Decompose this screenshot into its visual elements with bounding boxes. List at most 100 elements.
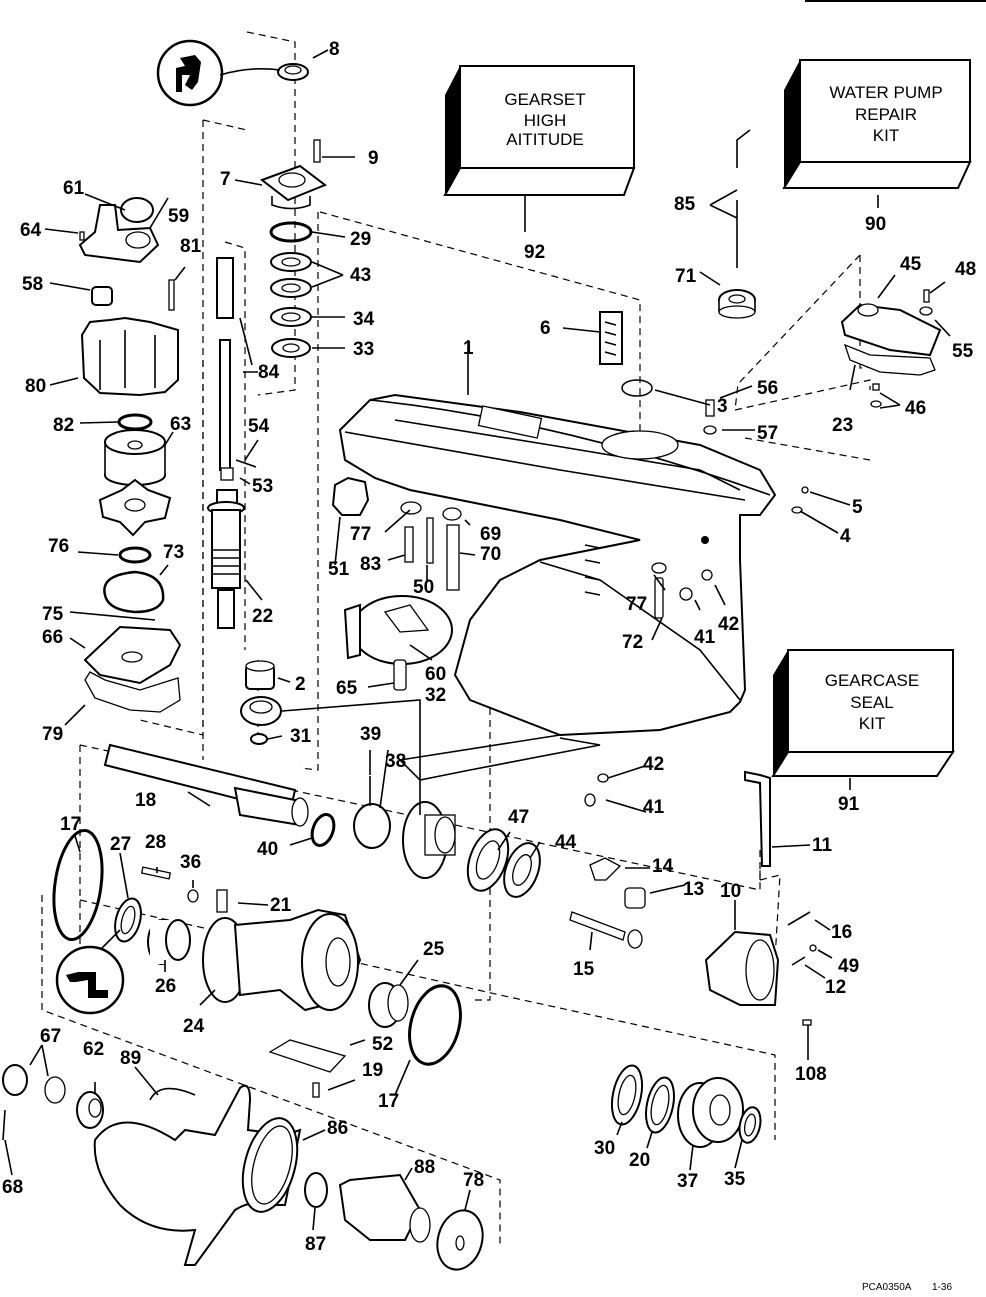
- part-63-liner[interactable]: [104, 429, 166, 486]
- callout-82[interactable]: 82: [53, 415, 74, 436]
- callout-49[interactable]: 49: [838, 956, 859, 977]
- callout-80[interactable]: 80: [25, 376, 46, 397]
- part-28-screw[interactable]: [140, 866, 172, 880]
- part-37-reverse-gear[interactable]: [677, 1077, 744, 1148]
- callout-35[interactable]: 35: [724, 1169, 746, 1190]
- callout-17-right[interactable]: 17: [378, 1091, 399, 1112]
- part-31-nut[interactable]: [250, 733, 268, 745]
- callout-41[interactable]: 41: [694, 627, 716, 648]
- part-29-oring[interactable]: [269, 221, 313, 243]
- part-24-bearing-housing[interactable]: [202, 908, 362, 1012]
- part-12-spring[interactable]: [791, 956, 806, 966]
- callout-70[interactable]: 70: [480, 544, 501, 565]
- part-forward-gear[interactable]: [402, 801, 456, 879]
- callout-15[interactable]: 15: [573, 959, 595, 980]
- callout-4[interactable]: 4: [840, 526, 851, 547]
- callout-23[interactable]: 23: [832, 415, 853, 436]
- callout-75[interactable]: 75: [42, 604, 64, 625]
- part-80-pump-housing[interactable]: [80, 316, 179, 397]
- part-67-nut[interactable]: [2, 1064, 66, 1104]
- callout-66[interactable]: 66: [42, 627, 63, 648]
- callout-22[interactable]: 22: [252, 606, 273, 627]
- callout-38[interactable]: 38: [385, 751, 406, 772]
- callout-41-lower[interactable]: 41: [643, 797, 665, 818]
- callout-59[interactable]: 59: [168, 206, 189, 227]
- part-13-cradle[interactable]: [624, 887, 646, 909]
- part-7-retainer[interactable]: [259, 164, 328, 210]
- part-59-housing-top[interactable]: [78, 204, 160, 264]
- callout-7[interactable]: 7: [220, 169, 231, 190]
- callout-44[interactable]: 44: [555, 832, 577, 853]
- callout-108[interactable]: 108: [795, 1064, 827, 1085]
- callout-84[interactable]: 84: [258, 362, 280, 383]
- part-88-thrust-hub[interactable]: [338, 1173, 431, 1243]
- part-35-seal[interactable]: [736, 1105, 763, 1144]
- part-21-key[interactable]: [216, 889, 228, 913]
- callout-19[interactable]: 19: [362, 1060, 383, 1081]
- callout-50[interactable]: 50: [413, 577, 434, 598]
- part-61-cap[interactable]: [120, 197, 154, 223]
- part-56-screw[interactable]: [705, 399, 715, 417]
- callout-45[interactable]: 45: [900, 254, 922, 275]
- part-57-washer[interactable]: [703, 425, 717, 435]
- callout-43[interactable]: 43: [350, 265, 371, 286]
- part-32-pinion[interactable]: [240, 696, 282, 726]
- callout-28[interactable]: 28: [145, 832, 166, 853]
- part-62-spacer[interactable]: [76, 1091, 104, 1129]
- callout-3[interactable]: 3: [717, 396, 728, 417]
- callout-64[interactable]: 64: [20, 220, 42, 241]
- part-83-screw[interactable]: [404, 526, 414, 563]
- part-85-hose[interactable]: [736, 129, 751, 268]
- part-49-ball[interactable]: [809, 944, 817, 952]
- part-53-bushing[interactable]: [220, 467, 234, 481]
- callout-21[interactable]: 21: [270, 895, 292, 916]
- callout-67[interactable]: 67: [40, 1026, 61, 1047]
- callout-79[interactable]: 79: [42, 724, 63, 745]
- part-36-nut[interactable]: [187, 889, 199, 903]
- part-76-oring[interactable]: [118, 546, 152, 564]
- callout-81[interactable]: 81: [180, 236, 202, 257]
- part-54-pin[interactable]: [235, 459, 257, 468]
- callout-65[interactable]: 65: [336, 678, 358, 699]
- kit-box-gearset[interactable]: GEARSET HIGH AITITUDE: [443, 65, 636, 232]
- callout-56[interactable]: 56: [757, 378, 778, 399]
- part-66-plate[interactable]: [83, 625, 182, 685]
- part-17-oring-right[interactable]: [401, 980, 468, 1070]
- part-81-screw[interactable]: [168, 279, 175, 311]
- callout-12[interactable]: 12: [825, 977, 846, 998]
- part-82-oring[interactable]: [117, 413, 153, 431]
- part-22-bearing-housing[interactable]: [207, 489, 245, 629]
- part-15-shift-rod[interactable]: [569, 911, 643, 949]
- callout-2[interactable]: 2: [295, 674, 306, 695]
- callout-17[interactable]: 17: [60, 814, 81, 835]
- callout-53[interactable]: 53: [252, 476, 273, 497]
- part-9-screw[interactable]: [313, 139, 321, 163]
- part-87-bushing[interactable]: [304, 1172, 328, 1208]
- part-impeller[interactable]: [98, 478, 172, 537]
- callout-69[interactable]: 69: [480, 524, 501, 545]
- part-77-washer[interactable]: [400, 501, 422, 515]
- callout-71[interactable]: 71: [675, 266, 697, 287]
- part-34-washer[interactable]: [270, 307, 312, 327]
- callout-58[interactable]: 58: [22, 274, 43, 295]
- part-4-screw[interactable]: [791, 506, 803, 514]
- callout-37[interactable]: 37: [677, 1171, 698, 1192]
- part-47-shim[interactable]: [460, 824, 516, 896]
- callout-20[interactable]: 20: [629, 1150, 650, 1171]
- callout-52[interactable]: 52: [372, 1034, 393, 1055]
- part-51-anode[interactable]: [331, 476, 370, 516]
- callout-46[interactable]: 46: [905, 398, 926, 419]
- callout-60[interactable]: 60: [425, 664, 446, 685]
- callout-86[interactable]: 86: [327, 1118, 348, 1139]
- part-5-ball[interactable]: [801, 486, 809, 494]
- gearcase-housing[interactable]: [338, 393, 777, 781]
- callout-77-lower[interactable]: 77: [626, 594, 647, 615]
- part-10-reverse-housing[interactable]: [704, 930, 780, 1006]
- part-17-oring[interactable]: [48, 827, 109, 942]
- callout-63[interactable]: 63: [170, 414, 191, 435]
- part-48-screw[interactable]: [923, 289, 930, 303]
- callout-36[interactable]: 36: [180, 852, 201, 873]
- part-52-plate[interactable]: [268, 1039, 347, 1073]
- part-65-screw[interactable]: [393, 659, 407, 691]
- callout-40[interactable]: 40: [257, 839, 278, 860]
